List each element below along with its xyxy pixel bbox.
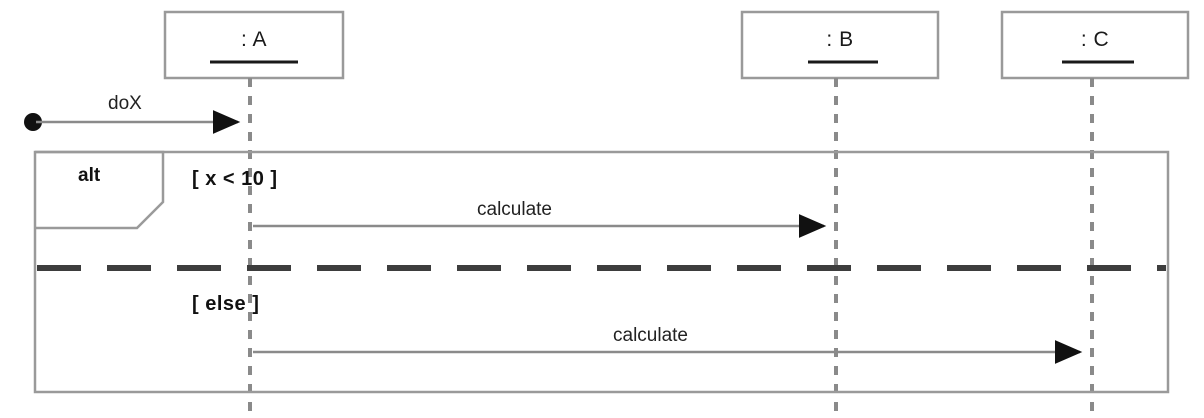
lifeline-head-b	[740, 10, 940, 80]
message-dox	[24, 110, 241, 134]
guard-condition-else: [ else ]	[192, 293, 260, 315]
lifeline-head-c	[1000, 10, 1190, 80]
lifeline-head-a	[163, 10, 345, 80]
fragment-operator-label: alt	[78, 165, 101, 186]
message-label-calculate-else: calculate	[613, 325, 688, 346]
combined-fragment-alt	[33, 150, 1170, 394]
guard-condition-then: [ x < 10 ]	[192, 168, 278, 190]
lifeline-label-b: : B	[826, 28, 854, 51]
lifeline-label-c: : C	[1080, 28, 1110, 51]
message-label-dox: doX	[108, 93, 142, 114]
lifeline-label-a: : A	[240, 28, 268, 51]
message-label-calculate-then: calculate	[477, 199, 552, 220]
